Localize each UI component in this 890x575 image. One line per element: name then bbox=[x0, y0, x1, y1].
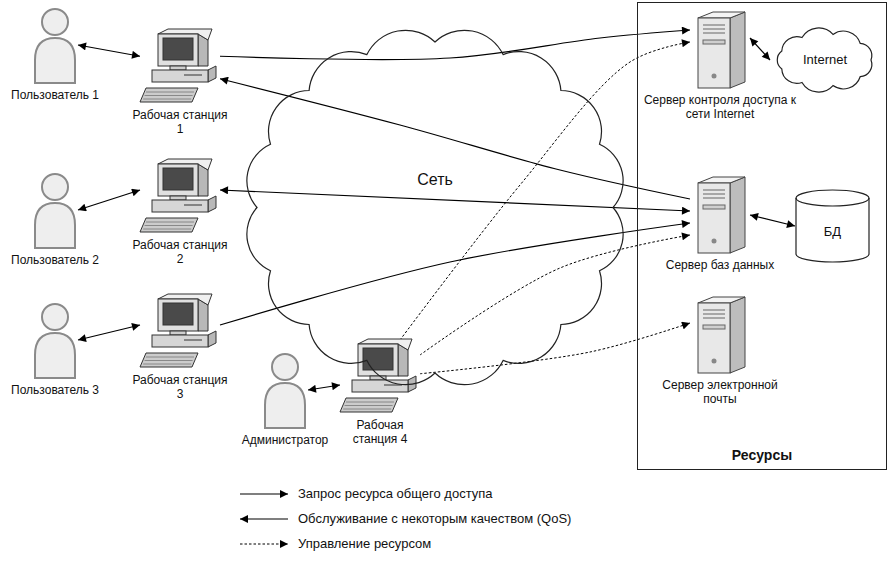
server-icon bbox=[690, 10, 750, 90]
request-arrow bbox=[750, 215, 795, 226]
user-node: Пользователь 3 bbox=[5, 300, 105, 397]
workstation-node: Рабочая станция 4 bbox=[335, 340, 425, 447]
network-cloud: Сеть bbox=[235, 20, 635, 395]
request-arrow bbox=[308, 385, 340, 390]
server-node: Сервер баз данных bbox=[655, 175, 785, 272]
workstation-icon bbox=[140, 160, 220, 235]
person-icon bbox=[32, 5, 78, 85]
node-label: Рабочая станция 2 bbox=[130, 238, 230, 267]
node-label: Пользователь 1 bbox=[5, 88, 105, 102]
workstation-icon bbox=[140, 30, 220, 105]
network-cloud-outline bbox=[235, 20, 635, 395]
request-arrow bbox=[220, 79, 690, 199]
user-node: Пользователь 2 bbox=[5, 170, 105, 267]
control-arrow bbox=[420, 323, 690, 374]
workstation-icon bbox=[140, 295, 220, 370]
server-icon bbox=[690, 295, 750, 375]
legend-row: Управление ресурсом bbox=[238, 536, 431, 551]
request-arrow bbox=[750, 38, 770, 60]
node-label: Сервер контроля доступа к сети Internet bbox=[640, 93, 800, 122]
server-node: Сервер контроля доступа к сети Internet bbox=[640, 10, 800, 122]
node-label: БД bbox=[824, 224, 841, 240]
node-label: Рабочая станция 3 bbox=[130, 373, 230, 402]
request-arrow bbox=[78, 45, 140, 56]
legend-text: Управление ресурсом bbox=[298, 536, 431, 551]
legend-line-sample bbox=[238, 488, 290, 500]
node-label: Сервер электронной почты bbox=[655, 378, 785, 407]
node-label: Администратор bbox=[235, 433, 335, 447]
legend-line-sample bbox=[238, 538, 290, 550]
person-icon bbox=[32, 170, 78, 250]
workstation-node: Рабочая станция 3 bbox=[130, 295, 230, 402]
control-arrow bbox=[400, 42, 690, 340]
person-icon bbox=[32, 300, 78, 380]
node-label: Internet bbox=[803, 52, 847, 68]
database-cylinder: БД bbox=[795, 190, 870, 262]
admin-node: Администратор bbox=[235, 350, 335, 447]
request-arrow bbox=[78, 190, 140, 210]
server-node: Сервер электронной почты bbox=[655, 295, 785, 407]
legend-text: Обслуживание с некоторым качеством (QoS) bbox=[298, 511, 571, 526]
resources-group: Ресурсы Сервер контроля доступа к сети In… bbox=[637, 2, 887, 470]
node-label: Сеть bbox=[417, 170, 453, 189]
node-label: Пользователь 2 bbox=[5, 253, 105, 267]
request-arrow bbox=[220, 190, 690, 211]
node-label: Рабочая станция 1 bbox=[130, 108, 230, 137]
node-label: Ресурсы bbox=[732, 447, 792, 464]
user-node: Пользователь 1 bbox=[5, 5, 105, 102]
workstation-icon bbox=[340, 340, 420, 415]
node-label: Рабочая станция 4 bbox=[335, 418, 425, 447]
control-arrow bbox=[420, 235, 690, 355]
request-arrow bbox=[220, 223, 690, 325]
request-arrow bbox=[220, 30, 690, 60]
workstation-node: Рабочая станция 1 bbox=[130, 30, 230, 137]
internet-cloud: Internet bbox=[770, 25, 880, 95]
legend-text: Запрос ресурса общего доступа bbox=[298, 486, 493, 501]
person-icon bbox=[262, 350, 308, 430]
request-arrow bbox=[78, 325, 140, 340]
legend-row: Обслуживание с некоторым качеством (QoS) bbox=[238, 511, 571, 526]
server-icon bbox=[690, 175, 750, 255]
legend-row: Запрос ресурса общего доступа bbox=[238, 486, 493, 501]
workstation-node: Рабочая станция 2 bbox=[130, 160, 230, 267]
node-label: Пользователь 3 bbox=[5, 383, 105, 397]
node-label: Сервер баз данных bbox=[655, 258, 785, 272]
legend-line-sample bbox=[238, 513, 290, 525]
